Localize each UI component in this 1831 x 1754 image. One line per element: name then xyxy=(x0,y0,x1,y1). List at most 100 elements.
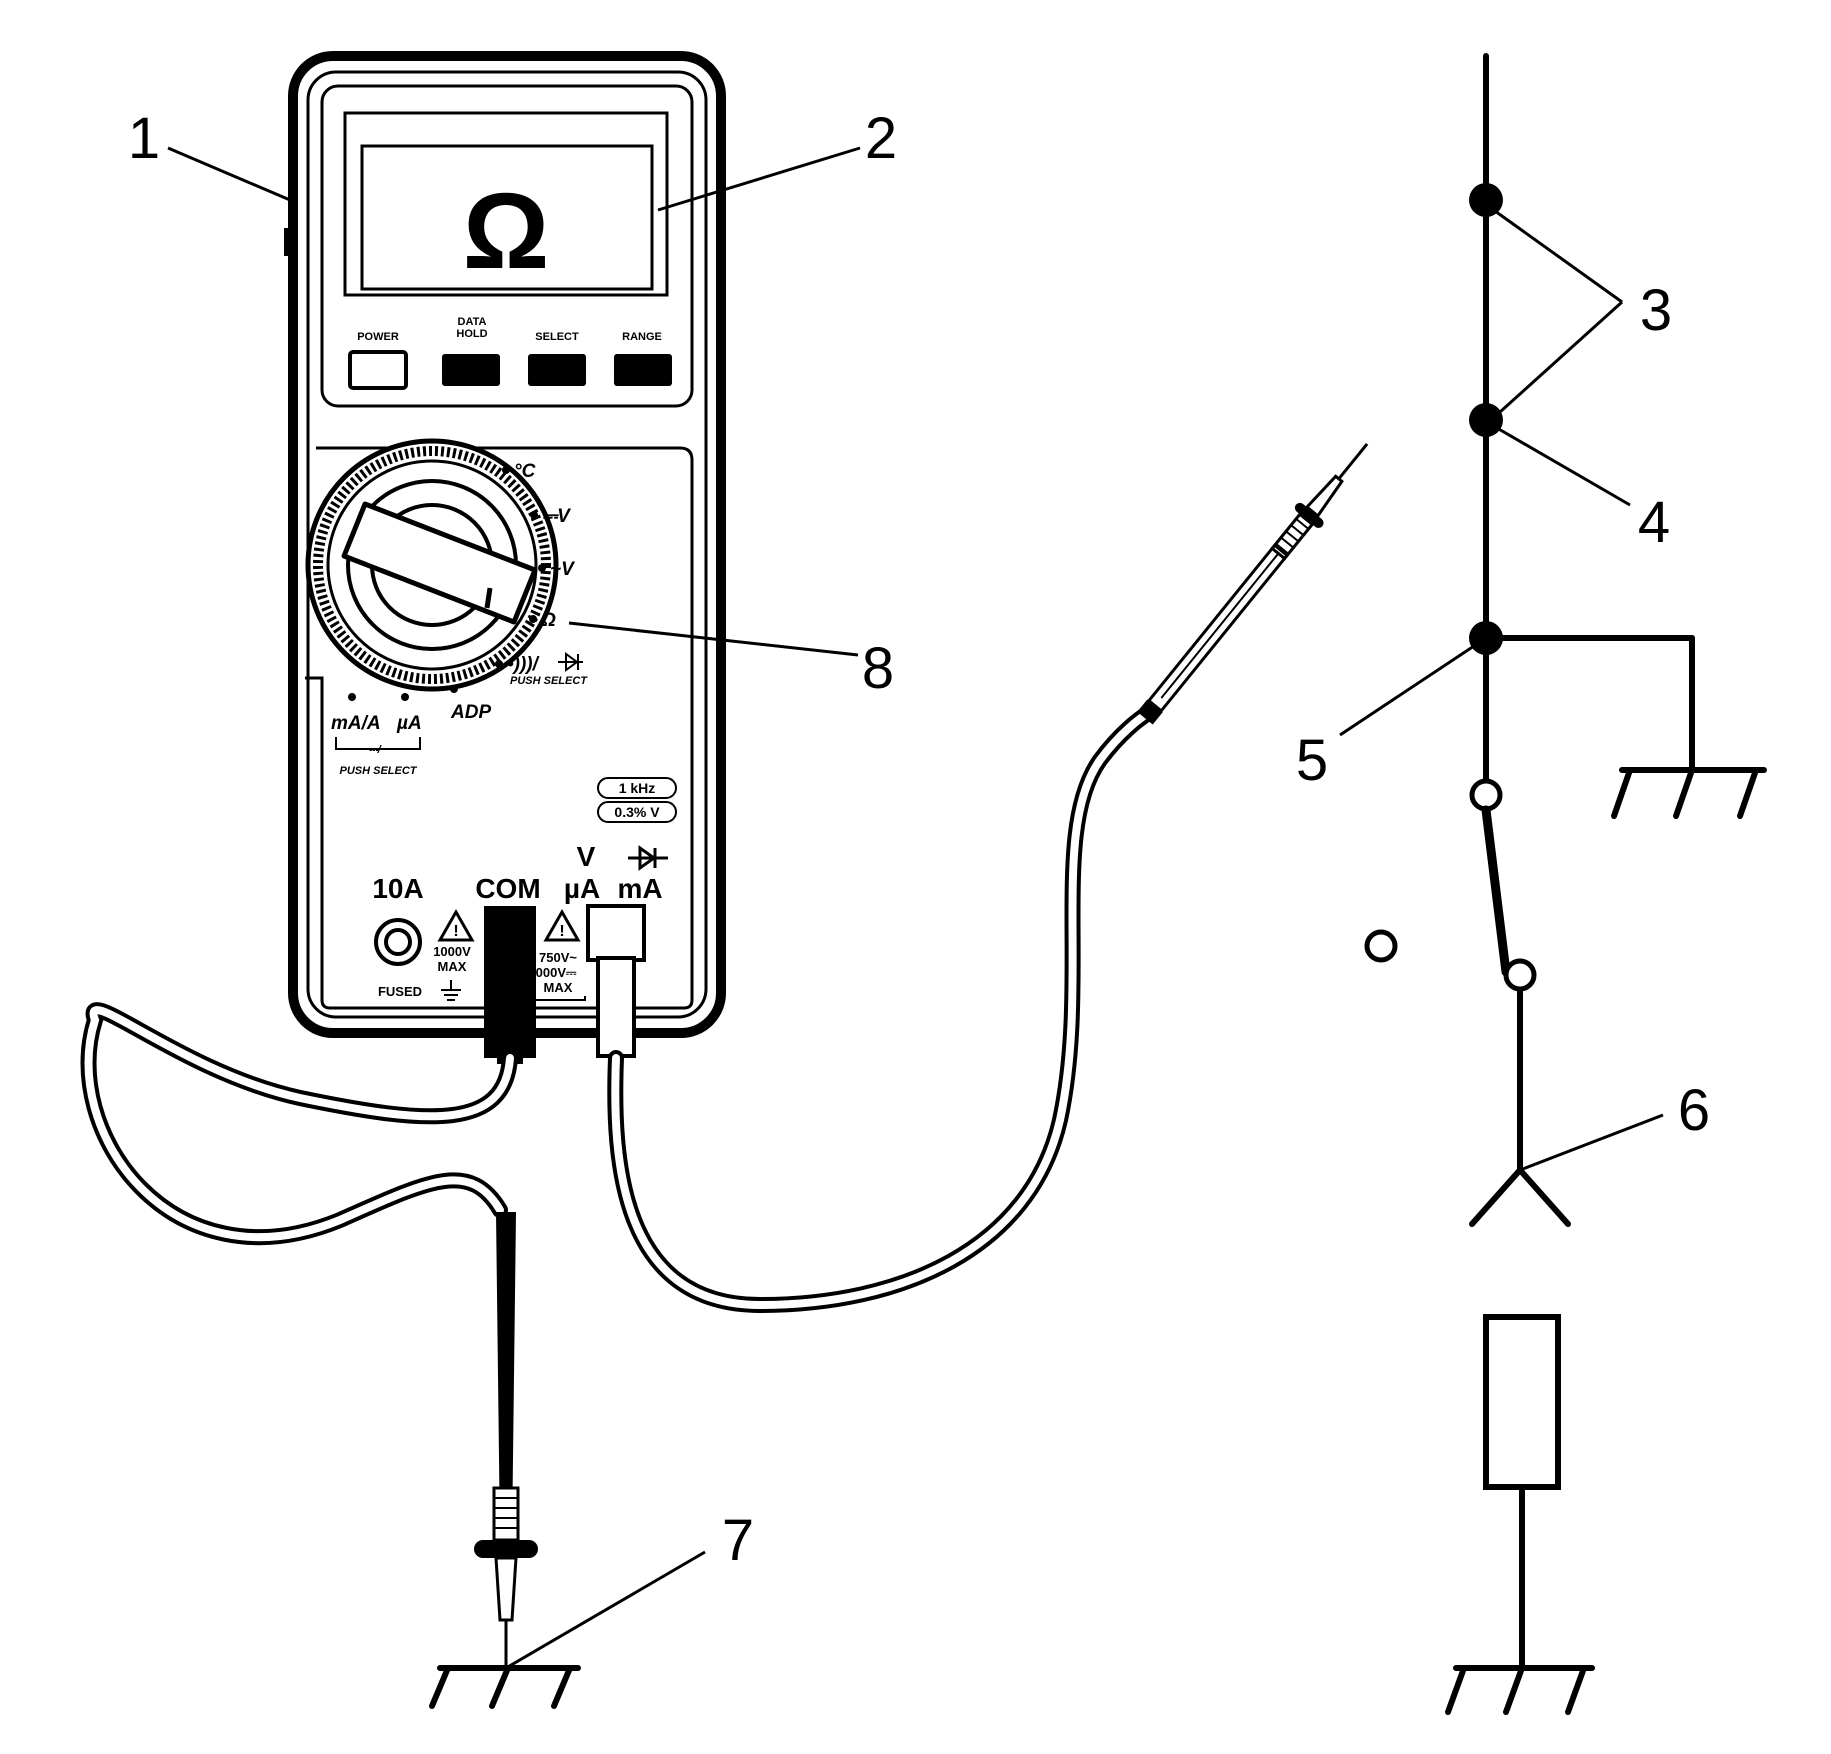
circuit xyxy=(1364,53,1767,1715)
dial-label-ua: µA xyxy=(396,713,422,734)
max-rating-2c: MAX xyxy=(544,980,573,995)
warning-mark-1: ! xyxy=(453,923,458,940)
ground-symbol-7 xyxy=(429,1665,581,1709)
callout-5: 5 xyxy=(1296,728,1328,793)
leader-3b xyxy=(1498,300,1624,414)
jack-label-ua: µA xyxy=(564,873,600,904)
leader-6 xyxy=(1519,1113,1664,1172)
jack-label-v: V xyxy=(577,841,596,872)
callout-6: 6 xyxy=(1678,1078,1710,1143)
lcd-ohm-symbol: Ω xyxy=(463,170,550,291)
range-button-label: RANGE xyxy=(622,331,662,343)
v-cable-fill xyxy=(611,708,1154,1310)
v-plug-body xyxy=(596,956,636,1058)
com-probe-guard xyxy=(474,1540,538,1558)
callout-8: 8 xyxy=(862,636,894,701)
jack-label-10a: 10A xyxy=(372,873,423,904)
meter-side-clip xyxy=(284,228,294,256)
dial-pos-dot-adp xyxy=(450,685,458,693)
max-rating-2a: 750V~ xyxy=(539,950,577,965)
fused-label: FUSED xyxy=(378,984,422,999)
dial-pos-dot-dcv xyxy=(530,511,538,519)
leader-1 xyxy=(167,146,291,202)
leader-2 xyxy=(657,146,861,212)
v-probe-shaft xyxy=(1304,474,1344,519)
data-hold-label-1: DATA xyxy=(458,316,487,328)
jack-label-ma: mA xyxy=(617,873,662,904)
lcd-screen xyxy=(360,144,654,291)
diode-icon xyxy=(558,652,583,672)
spec-badge-acc xyxy=(597,801,677,823)
data-hold-label-2: HOLD xyxy=(456,328,487,340)
dial-panel-outline xyxy=(305,446,694,1010)
com-plug[interactable] xyxy=(484,906,536,1058)
callout-7: 7 xyxy=(722,1508,754,1573)
v-probe-guard xyxy=(1294,502,1324,528)
resistor-load xyxy=(1483,1314,1561,1490)
warning-triangle-icon xyxy=(437,908,475,942)
com-probe-grip xyxy=(492,1486,520,1542)
switch-contact-top xyxy=(1469,778,1503,812)
switch-contact-bottom xyxy=(1503,958,1537,992)
v-plug-collar[interactable] xyxy=(586,904,646,962)
power-button[interactable] xyxy=(348,350,408,390)
callout-3: 3 xyxy=(1640,278,1672,343)
dial-label-temp: °C xyxy=(514,461,536,482)
select-button[interactable] xyxy=(528,354,586,386)
callout-2: 2 xyxy=(865,106,897,171)
com-test-lead[interactable] xyxy=(80,1002,538,1668)
leader-8 xyxy=(568,621,859,657)
dial-label-push-select-2: PUSH SELECT xyxy=(339,765,417,777)
switch-blade xyxy=(1481,805,1511,977)
callout-1: 1 xyxy=(128,106,160,171)
dial-label-push-select-1: PUSH SELECT xyxy=(510,675,588,687)
range-button[interactable] xyxy=(614,354,672,386)
spec-acc: 0.3% V xyxy=(614,804,660,820)
leader-lines xyxy=(167,146,1664,1670)
dial-label-ma-a: mA/A xyxy=(331,713,381,734)
dial-label-acdc: ⎓/~ xyxy=(369,744,388,756)
spec-freq: 1 kHz xyxy=(619,780,656,796)
v-probe-tip xyxy=(1337,442,1369,480)
dial-label-continuity: •)))/ xyxy=(507,654,540,675)
antenna-right xyxy=(1517,1167,1571,1227)
dial-pointer-mark xyxy=(484,587,493,609)
leader-4 xyxy=(1496,426,1631,507)
antenna-left xyxy=(1469,1167,1523,1227)
leader-5 xyxy=(1339,640,1481,737)
dial-pos-dot-acv xyxy=(538,564,546,572)
rotary-dial[interactable] xyxy=(305,438,559,692)
dial-label-dcv: ⎓V xyxy=(542,506,571,527)
jack-10a-inner xyxy=(384,928,412,956)
jack-label-com: COM xyxy=(475,873,540,904)
circuit-node-branch xyxy=(1469,621,1503,655)
select-button-label: SELECT xyxy=(535,331,579,343)
dial-pos-dot-temp xyxy=(502,466,510,474)
dial-bracket xyxy=(335,737,421,750)
max-rating-1b: MAX xyxy=(438,959,467,974)
max-rating-2b: 000V⎓ xyxy=(536,965,577,980)
dial-pos-dot-ohm xyxy=(529,615,537,623)
dial-pos-dot-ua xyxy=(401,693,409,701)
dial-pos-dot-diode xyxy=(495,660,503,668)
leader-7 xyxy=(505,1550,706,1670)
com-probe-shaft xyxy=(494,1556,518,1622)
warning-triangle-icon-2 xyxy=(543,908,581,942)
warning-mark-2: ! xyxy=(559,923,564,940)
circuit-node-top xyxy=(1469,183,1503,217)
dial-label-ohm: Ω xyxy=(540,610,556,631)
callout-4: 4 xyxy=(1638,490,1670,555)
com-cable-fill xyxy=(84,1006,514,1242)
data-hold-button[interactable] xyxy=(442,354,500,386)
max-rating-1a: 1000V xyxy=(433,944,471,959)
switch-contact-open xyxy=(1364,929,1398,963)
dial-pos-dot-ma xyxy=(348,693,356,701)
com-probe-handle xyxy=(496,1212,516,1540)
circuit-node-probe xyxy=(1469,403,1503,437)
v-probe xyxy=(1137,442,1369,725)
jack-diode-icon xyxy=(628,845,668,871)
v-test-lead[interactable] xyxy=(607,433,1380,1314)
power-button-label: POWER xyxy=(357,331,399,343)
